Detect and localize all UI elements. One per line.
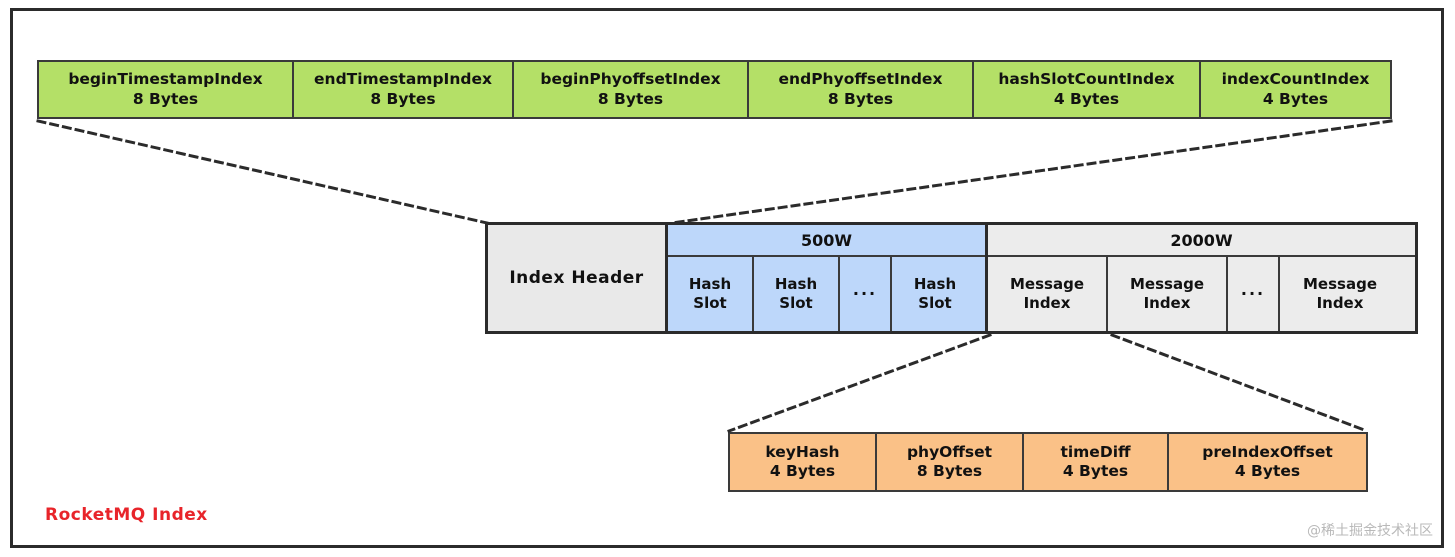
hash-slot-cell: Hash Slot xyxy=(668,257,754,331)
index-file-structure: Index Header 500W Hash Slot Hash Slot ··… xyxy=(485,222,1418,334)
index-header-fields-row: beginTimestampIndex 8 Bytes endTimestamp… xyxy=(37,60,1392,119)
header-field-cell: beginPhyoffsetIndex 8 Bytes xyxy=(514,62,749,117)
hash-slot-line2: Slot xyxy=(693,294,727,312)
message-index-detail-row: keyHash 4 Bytes phyOffset 8 Bytes timeDi… xyxy=(728,432,1368,492)
message-index-field-cell: phyOffset 8 Bytes xyxy=(877,434,1024,490)
hash-slot-cells: Hash Slot Hash Slot ··· Hash Slot xyxy=(668,257,985,331)
message-index-field-size: 4 Bytes xyxy=(1234,462,1301,480)
header-field-name: hashSlotCountIndex xyxy=(998,70,1175,89)
hash-slot-line2: Slot xyxy=(779,294,813,312)
message-index-cell: Message Index xyxy=(1108,257,1228,331)
hash-slot-line1: Hash xyxy=(774,275,818,294)
header-field-cell: beginTimestampIndex 8 Bytes xyxy=(39,62,294,117)
message-index-line1: Message xyxy=(1130,275,1204,294)
message-index-line2: Index xyxy=(1316,294,1364,312)
message-index-line2: Index xyxy=(1023,294,1071,312)
message-index-field-size: 4 Bytes xyxy=(1062,462,1129,480)
hash-slot-ellipsis-cell: ··· xyxy=(840,257,892,331)
header-field-name: beginPhyoffsetIndex xyxy=(540,70,721,89)
message-index-line2: Index xyxy=(1143,294,1191,312)
message-index-cell: Message Index xyxy=(1280,257,1400,331)
message-index-section: 2000W Message Index Message Index ··· Me… xyxy=(988,225,1415,331)
index-header-label: Index Header xyxy=(509,268,644,288)
message-index-ellipsis-cell: ··· xyxy=(1228,257,1280,331)
header-field-cell: indexCountIndex 4 Bytes xyxy=(1201,62,1390,117)
message-index-field-cell: timeDiff 4 Bytes xyxy=(1024,434,1169,490)
hash-slot-count-label: 500W xyxy=(668,225,985,257)
message-index-field-size: 8 Bytes xyxy=(916,462,983,480)
ellipsis-icon: ··· xyxy=(852,284,878,303)
hash-slot-line2: Slot xyxy=(918,294,952,312)
header-field-cell: endTimestampIndex 8 Bytes xyxy=(294,62,514,117)
hash-slot-line1: Hash xyxy=(688,275,732,294)
message-index-field-cell: preIndexOffset 4 Bytes xyxy=(1169,434,1366,490)
header-field-name: beginTimestampIndex xyxy=(68,70,263,89)
message-index-field-name: timeDiff xyxy=(1060,442,1131,461)
message-index-field-name: keyHash xyxy=(765,442,840,461)
diagram-caption: RocketMQ Index xyxy=(45,505,208,525)
header-field-cell: hashSlotCountIndex 4 Bytes xyxy=(974,62,1201,117)
header-field-size: 8 Bytes xyxy=(132,89,199,108)
hash-slot-section: 500W Hash Slot Hash Slot ··· Hash Slot xyxy=(668,225,988,331)
hash-slot-cell: Hash Slot xyxy=(892,257,978,331)
header-field-cell: endPhyoffsetIndex 8 Bytes xyxy=(749,62,974,117)
message-index-field-cell: keyHash 4 Bytes xyxy=(730,434,877,490)
header-field-size: 4 Bytes xyxy=(1053,89,1120,108)
header-field-name: endPhyoffsetIndex xyxy=(778,70,943,89)
header-field-size: 8 Bytes xyxy=(597,89,664,108)
message-index-field-size: 4 Bytes xyxy=(769,462,836,480)
header-field-size: 4 Bytes xyxy=(1262,89,1329,108)
index-header-block: Index Header xyxy=(488,225,668,331)
header-field-size: 8 Bytes xyxy=(827,89,894,108)
header-field-size: 8 Bytes xyxy=(370,89,436,108)
message-index-line1: Message xyxy=(1010,275,1084,294)
message-index-count-label: 2000W xyxy=(988,225,1415,257)
message-index-field-name: phyOffset xyxy=(906,442,993,461)
message-index-cell: Message Index xyxy=(988,257,1108,331)
ellipsis-icon: ··· xyxy=(1240,284,1266,303)
hash-slot-line1: Hash xyxy=(913,275,957,294)
message-index-cells: Message Index Message Index ··· Message … xyxy=(988,257,1415,331)
message-index-line1: Message xyxy=(1303,275,1377,294)
header-field-name: indexCountIndex xyxy=(1221,70,1370,89)
watermark-label: @稀土掘金技术社区 xyxy=(1307,523,1433,539)
header-field-name: endTimestampIndex xyxy=(314,70,492,89)
hash-slot-cell: Hash Slot xyxy=(754,257,840,331)
message-index-field-name: preIndexOffset xyxy=(1202,442,1333,461)
